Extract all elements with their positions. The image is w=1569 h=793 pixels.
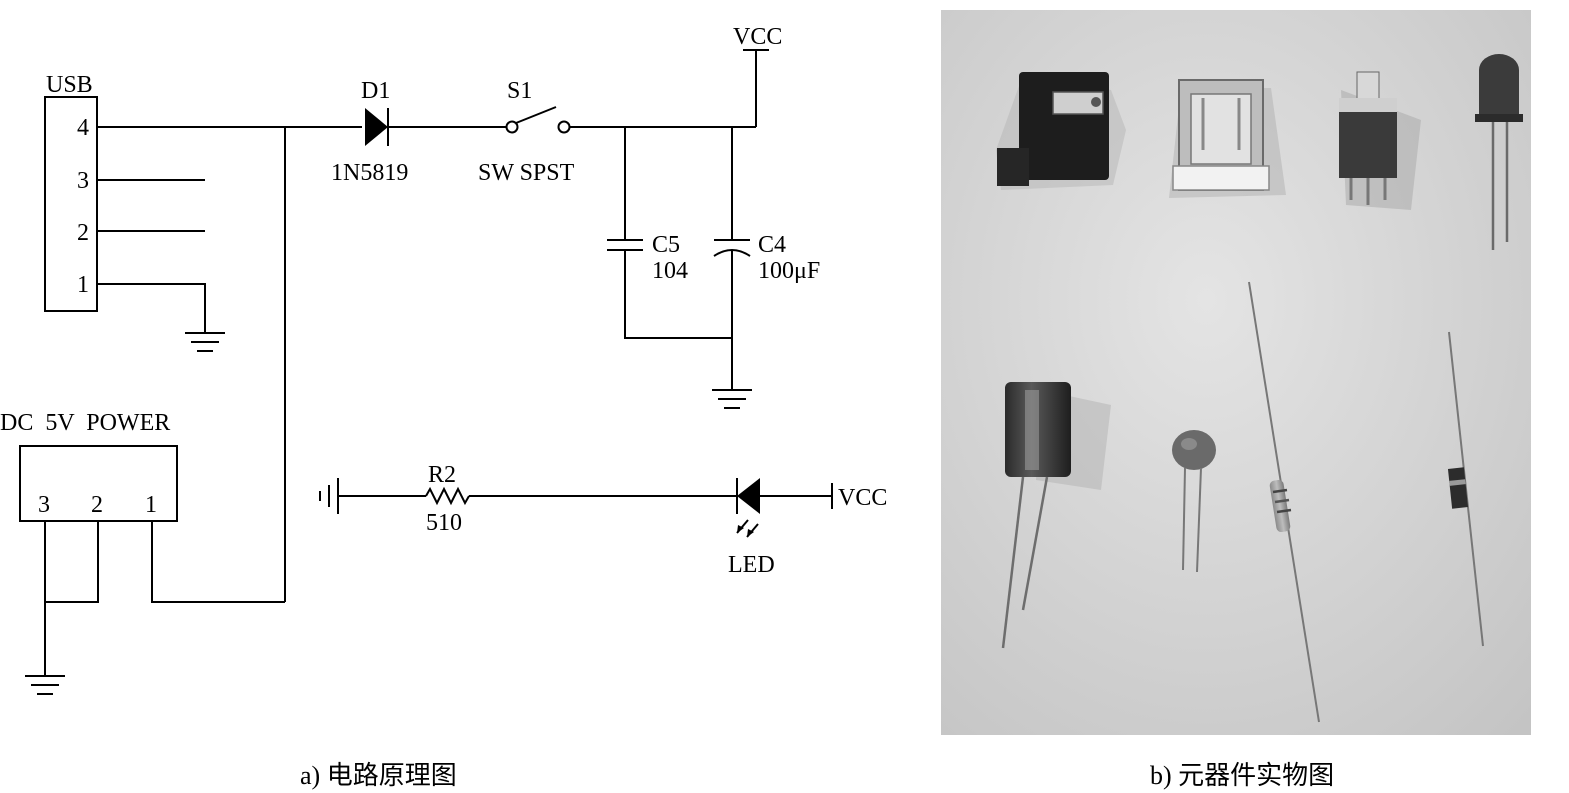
usb-pin-2: 2 bbox=[77, 220, 89, 246]
ground-symbol-led-branch bbox=[319, 478, 339, 514]
led-label: LED bbox=[728, 552, 775, 578]
usb-pin-3: 3 bbox=[77, 168, 89, 194]
dc-pin-1: 1 bbox=[145, 492, 157, 518]
dc-pin-2: 2 bbox=[91, 492, 103, 518]
usb-pin-1: 1 bbox=[77, 272, 89, 298]
usb-connector-body bbox=[44, 96, 98, 312]
ground-symbol-usb bbox=[185, 332, 225, 352]
photo-diode bbox=[1447, 331, 1484, 647]
s1-lever bbox=[515, 106, 557, 124]
led-triangle bbox=[737, 478, 760, 514]
s1-value-label: SW SPST bbox=[478, 160, 575, 186]
dc-pin1-wire bbox=[151, 521, 285, 603]
usb-label: USB bbox=[46, 72, 93, 98]
photo-dc-jack bbox=[996, 72, 1126, 190]
c5-ref-label: C5 bbox=[652, 232, 680, 258]
s1-contact-left bbox=[505, 120, 519, 134]
c5-value-label: 104 bbox=[652, 258, 688, 284]
c4-value-label: 100μF bbox=[758, 258, 820, 284]
c4-ref-label: C4 bbox=[758, 232, 786, 258]
r2-resistor-zigzag bbox=[425, 486, 470, 506]
r2-ref-label: R2 bbox=[428, 462, 456, 488]
s1-ref-label: S1 bbox=[507, 78, 532, 104]
ground-symbol-dc bbox=[25, 675, 65, 695]
dc-power-label: DC 5V POWER bbox=[0, 410, 170, 436]
dc-pin2-wire bbox=[45, 521, 99, 603]
photo-led bbox=[1475, 54, 1523, 250]
photo-usb-socket bbox=[1169, 79, 1286, 198]
components-photo bbox=[941, 10, 1531, 735]
d1-diode-triangle bbox=[365, 108, 388, 146]
caption-schematic: a) 电路原理图 bbox=[300, 761, 457, 790]
vcc-top-label: VCC bbox=[733, 24, 782, 50]
d1-ref-label: D1 bbox=[361, 78, 390, 104]
d1-value-label: 1N5819 bbox=[331, 160, 408, 186]
dc-pin-3: 3 bbox=[38, 492, 50, 518]
photo-ceramic-capacitor bbox=[1172, 430, 1216, 573]
caption-components-photo: b) 元器件实物图 bbox=[1150, 761, 1335, 790]
led-arrowhead-2 bbox=[747, 529, 754, 537]
vcc-right-label: VCC bbox=[838, 485, 887, 511]
c5-bottom-wire bbox=[624, 250, 732, 339]
usb-pin1-wire bbox=[97, 283, 206, 333]
photo-electrolytic-capacitor bbox=[1001, 382, 1111, 649]
usb-pin-4: 4 bbox=[77, 115, 89, 141]
circuit-schematic: USB 4 3 2 1 DC 5V POWER 3 2 1 D1 1N5819 … bbox=[0, 24, 887, 695]
photo-push-switch bbox=[1339, 71, 1421, 210]
s1-contact-right bbox=[557, 120, 571, 134]
r2-value-label: 510 bbox=[426, 510, 462, 536]
ground-symbol-caps bbox=[712, 389, 752, 409]
photo-resistor bbox=[1248, 281, 1320, 723]
led-arrowhead-1 bbox=[737, 525, 744, 533]
